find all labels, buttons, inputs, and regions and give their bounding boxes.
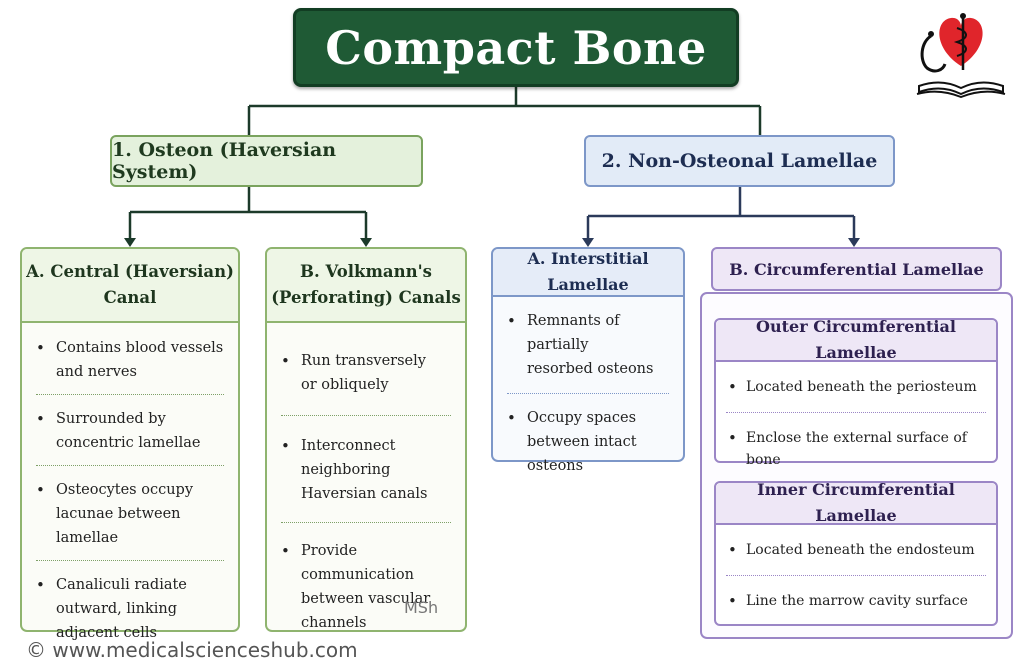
divider [36,560,224,561]
card-inner-circumferential-lamellae: Inner Circumferential Lamellae Located b… [714,480,998,626]
list-item: Run transversely or obliquely [267,349,465,397]
arrow-head [582,238,594,247]
list-item-text: Osteocytes occupy [56,482,194,498]
card-title-line: Canal [103,288,157,307]
list-item-text: Provide communication [301,543,414,583]
arrow-head [848,238,860,247]
list-item-text: Contains blood vessels [56,340,224,356]
card-central-canal: A. Central (Haversian) Canal Contains bl… [20,247,240,641]
card-title-line: (Perforating) Canals [271,288,461,307]
bullet-list: Located beneath the endosteum Line the m… [716,539,996,612]
list-item: Line the marrow cavity surface [716,590,996,612]
bullet-list: Located beneath the periosteum Enclose t… [716,376,996,471]
card-volkmanns-canals: B. Volkmann's (Perforating) Canals Run t… [265,247,467,632]
list-item: Interconnect neighboring Haversian canal… [267,434,465,506]
list-item-text: Haversian canals [301,486,428,502]
list-item-text: Surrounded by [56,411,166,427]
section-osteon: 1. Osteon (Haversian System) [110,135,423,187]
list-item: Located beneath the periosteum [716,376,996,398]
stethoscope-heart-book-logo [916,13,1006,99]
list-item-text: concentric lamellae [56,435,201,451]
divider [726,575,986,576]
list-item-text: lacunae between lamellae [56,506,181,546]
list-item: Canaliculi radiate outward, linking adja… [22,573,238,645]
divider [507,393,669,394]
list-item-text: between vascular [301,591,431,607]
list-item-text: between intact osteons [527,434,637,474]
list-item-text: adjacent cells [56,625,157,641]
card-outer-circumferential-lamellae: Outer Circumferential Lamellae Located b… [714,317,998,468]
section-non-osteonal-lamellae: 2. Non-Osteonal Lamellae [584,135,895,187]
card-title: Outer Circumferential Lamellae [716,317,996,362]
card-title: Inner Circumferential Lamellae [716,480,996,525]
bullet-list: Run transversely or obliquely Interconne… [267,349,465,635]
osteon-connector [128,187,368,240]
title-connector [247,87,762,135]
arrow-head [360,238,372,247]
bullet-list: Remnants of partially resorbed osteons O… [493,309,683,478]
divider [726,412,986,413]
non-osteon-connector [586,187,856,240]
list-item: Enclose the external surface of bone [716,427,996,471]
list-item-text: Interconnect neighboring [301,438,396,478]
list-item: Located beneath the endosteum [716,539,996,561]
list-item-text: outward, linking [56,601,178,617]
divider [281,415,451,416]
card-interstitial-lamellae: A. Interstitial Lamellae Remnants of par… [491,247,685,474]
list-item-text: channels [301,615,367,631]
list-item-text: resorbed osteons [527,361,654,377]
divider [281,522,451,523]
copyright-footer: © www.medicalscienceshub.com [26,638,358,662]
card-title: B. Circumferential Lamellae [711,247,1002,291]
divider [36,394,224,395]
list-item: Remnants of partially resorbed osteons [493,309,683,381]
card-title-line: B. Volkmann's [300,262,432,281]
list-item: Osteocytes occupy lacunae between lamell… [22,478,238,550]
list-item: Contains blood vessels and nerves [22,336,238,384]
list-item-text: Occupy spaces [527,410,637,426]
card-title: A. Interstitial Lamellae [493,249,683,297]
list-item-text: Remnants of partially [527,313,620,353]
arrow-head [124,238,136,247]
list-item: Occupy spaces between intact osteons [493,406,683,478]
card-title-line: A. Central (Haversian) [26,262,234,281]
card-title: B. Volkmann's (Perforating) Canals [267,249,465,323]
list-item-text: Run transversely [301,353,426,369]
watermark: MSh [404,598,439,617]
page-title: Compact Bone [293,8,739,87]
bullet-list: Contains blood vessels and nerves Surrou… [22,336,238,645]
list-item-text: or obliquely [301,377,389,393]
divider [36,465,224,466]
list-item-text: and nerves [56,364,137,380]
list-item: Provide communication between vascular c… [267,539,465,635]
list-item: Surrounded by concentric lamellae [22,407,238,455]
list-item-text: Canaliculi radiate [56,577,187,593]
card-title: A. Central (Haversian) Canal [22,249,238,323]
